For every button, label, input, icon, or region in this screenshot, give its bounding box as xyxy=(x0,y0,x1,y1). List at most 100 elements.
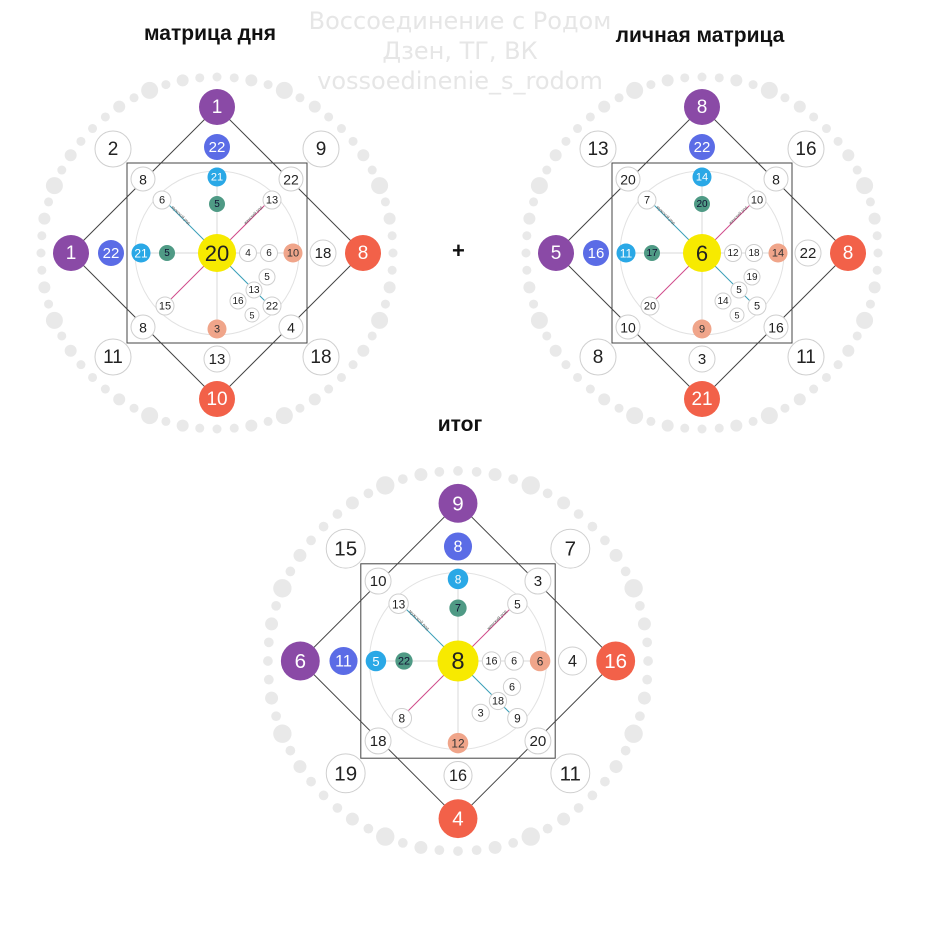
node-bottom-2-value: 13 xyxy=(209,351,226,368)
ring-dot xyxy=(598,393,611,406)
ring-dot xyxy=(549,149,562,162)
ring-dot xyxy=(529,197,539,207)
node-top-3-circle xyxy=(692,167,712,187)
node-inner-bl-circle xyxy=(155,296,175,316)
node-right-3-value: 14 xyxy=(772,248,784,260)
ring-dot xyxy=(642,637,653,648)
node-bottom-value: 10 xyxy=(206,389,227,410)
ring-dot xyxy=(161,80,171,90)
ring-dot xyxy=(397,838,408,848)
node-left-2-value: 16 xyxy=(588,245,605,262)
node-cluster-a-value: 13 xyxy=(248,285,260,296)
ring-dot xyxy=(508,474,519,484)
node-inner-tl-circle xyxy=(637,190,657,210)
node-inner-br-circle xyxy=(507,708,528,729)
node-corner-br-value: 11 xyxy=(560,762,581,785)
ring-dot xyxy=(471,845,482,856)
ring-dot xyxy=(293,760,307,774)
ring-dot xyxy=(661,419,674,432)
node-cluster-c-value: 5 xyxy=(264,272,270,283)
node-square-br-value: 16 xyxy=(768,320,784,336)
node-left-4-circle xyxy=(644,245,660,261)
node-square-tr-value: 8 xyxy=(772,172,780,188)
ring-dot xyxy=(44,197,54,207)
ring-dot xyxy=(263,416,273,426)
ring-dot xyxy=(793,393,806,406)
ring-dot xyxy=(760,407,778,425)
node-right-4-value: 18 xyxy=(748,248,760,259)
ring-dot xyxy=(609,548,623,562)
ring-dot xyxy=(714,423,724,433)
ring-dot xyxy=(873,248,883,258)
ring-dot xyxy=(614,93,624,103)
node-cluster-a-circle xyxy=(488,691,508,711)
ring-dot xyxy=(380,299,390,309)
ring-dot xyxy=(380,197,390,207)
ring-dot xyxy=(680,423,690,433)
ring-dot xyxy=(38,212,51,225)
node-corner-tr-circle xyxy=(787,130,825,168)
ring-dot xyxy=(348,136,358,146)
node-corner-bl-circle xyxy=(325,753,366,794)
ring-dot xyxy=(306,776,316,787)
node-corner-bl-circle xyxy=(579,338,617,376)
node-inner-bl-value: 8 xyxy=(399,712,406,726)
node-top-3-value: 14 xyxy=(696,172,708,184)
ring-dot xyxy=(275,407,293,425)
ring-dot xyxy=(265,691,279,705)
ring-dot xyxy=(646,416,656,426)
ring-dot xyxy=(383,212,396,225)
node-left-2-value: 11 xyxy=(335,653,352,671)
ring-dot xyxy=(45,177,63,195)
node-left-circle xyxy=(280,641,320,681)
node-corner-bl-circle xyxy=(94,338,132,376)
node-square-tl-value: 20 xyxy=(620,172,636,188)
ring-dot xyxy=(57,165,67,175)
ring-dot xyxy=(345,812,359,826)
node-right-5-value: 4 xyxy=(245,248,251,259)
node-bottom-2-circle xyxy=(443,760,473,791)
node-right-3-value: 10 xyxy=(287,248,299,260)
ring-dot xyxy=(643,656,653,666)
node-left-2-circle xyxy=(98,240,124,266)
ring-dot xyxy=(521,827,540,846)
node-inner-tl-value: 13 xyxy=(392,597,406,611)
ring-dot xyxy=(471,466,482,477)
ring-dot xyxy=(397,474,408,484)
node-right-5-value: 16 xyxy=(485,656,497,668)
ring-dot xyxy=(626,81,644,99)
ring-dot xyxy=(36,248,46,258)
node-cluster-d-value: 5 xyxy=(249,311,254,321)
ring-dot xyxy=(308,100,321,113)
node-square-tr-circle xyxy=(524,567,552,595)
node-left-circle xyxy=(538,235,574,271)
node-corner-br-value: 11 xyxy=(796,347,816,368)
node-top-value: 9 xyxy=(452,492,463,515)
node-inner-tl-value: 7 xyxy=(644,195,650,207)
node-corner-tr-circle xyxy=(302,130,340,168)
node-square-br-value: 4 xyxy=(287,320,295,336)
ring-dot xyxy=(646,80,656,90)
node-top-3-circle xyxy=(207,167,227,187)
node-bottom-2-circle xyxy=(203,345,231,373)
ring-dot xyxy=(141,81,159,99)
ring-dot xyxy=(295,93,305,103)
ring-dot xyxy=(195,73,205,83)
ring-dot xyxy=(600,535,610,546)
node-left-4-value: 5 xyxy=(164,248,170,259)
ring-dot xyxy=(529,299,539,309)
ring-dot xyxy=(661,74,674,87)
node-right-3-value: 6 xyxy=(537,655,544,669)
ring-dot xyxy=(324,112,334,122)
node-top-4-circle xyxy=(209,196,225,212)
ring-dot xyxy=(730,419,743,432)
node-bottom-2-circle xyxy=(688,345,716,373)
node-bottom-3-value: 9 xyxy=(699,324,705,336)
node-corner-tl-value: 15 xyxy=(334,538,357,561)
ring-dot xyxy=(332,509,343,519)
male-line-caption: мужской род xyxy=(171,205,192,226)
ring-dot xyxy=(453,466,463,476)
